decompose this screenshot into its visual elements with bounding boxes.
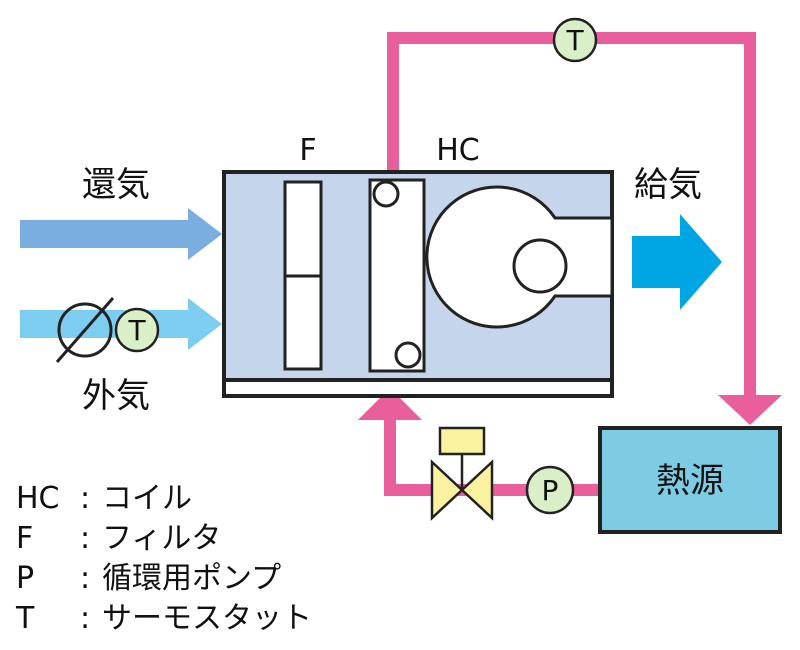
legend-item: T : サーモスタット [15,601,312,636]
pump-symbol: P [542,474,559,507]
legend-item: F : フィルタ [16,521,221,556]
filter-label: F [299,133,316,168]
legend-separator: : [80,601,90,636]
circulation-pump: P [525,465,575,515]
legend-desc: フィルタ [102,521,221,556]
legend-desc: コイル [102,481,192,516]
return-air-arrow-icon [20,208,222,260]
filter [283,180,323,371]
legend: HC : コイル F : フィルタ P : 循環用ポンプ T : サーモスタット [15,481,312,636]
legend-key: T [15,601,35,636]
legend-key: HC [16,481,60,516]
outside-air-label: 外気 [82,376,150,416]
return-air-label: 還気 [82,165,150,205]
thermostat-symbol: T [127,314,146,347]
legend-separator: : [80,521,90,556]
pipe-arrow-up-icon [358,388,422,420]
supply-air-label: 給気 [634,165,702,205]
legend-item: HC : コイル [16,481,192,516]
thermostat-symbol: T [565,24,584,57]
legend-separator: : [80,561,90,596]
heat-source: 熱源 [598,426,782,534]
control-valve-icon [430,426,494,521]
legend-key: P [16,561,34,596]
fan-icon [425,185,614,329]
outside-air-thermostat: T [114,307,160,353]
legend-desc: 循環用ポンプ [102,561,281,596]
pipe-thermostat: T [552,17,598,63]
legend-key: F [16,521,33,556]
legend-separator: : [80,481,90,516]
coil-label: HC [436,133,480,168]
legend-desc: サーモスタット [102,601,312,636]
outside-air-damper-icon [55,297,115,363]
pipe-arrow-down-icon [718,395,782,425]
heating-coil [368,178,426,373]
supply-air-arrow-icon [632,214,722,310]
heat-source-label: 熱源 [656,461,724,501]
legend-item: P : 循環用ポンプ [16,561,281,596]
